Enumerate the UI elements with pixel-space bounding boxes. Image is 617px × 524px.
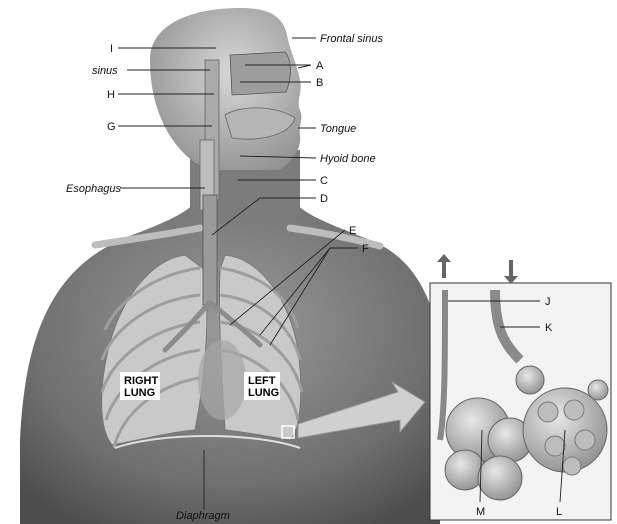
inset-bronchiole: [490, 289, 524, 364]
right-lung-label-box: [120, 372, 160, 400]
label-D: D: [320, 193, 328, 205]
label-G: G: [107, 121, 116, 133]
right-lung-label-line2: LUNG: [124, 387, 155, 399]
left-clavicle: [91, 224, 204, 249]
tongue-shape: [224, 107, 296, 140]
left-lung-label-line1: LEFT: [248, 375, 276, 387]
label-E: E: [349, 225, 356, 237]
label-K: K: [545, 322, 553, 334]
diaphragm-line: [114, 435, 301, 449]
right-clavicle: [286, 224, 384, 250]
magnify-source-box: [281, 425, 295, 439]
label-M: M: [476, 506, 485, 518]
heart-region: [198, 340, 246, 420]
label-sinus: sinus: [92, 65, 118, 77]
label-tongue: Tongue: [320, 123, 356, 135]
label-B: B: [316, 77, 323, 89]
label-A: A: [316, 60, 324, 72]
label-L: L: [556, 506, 562, 518]
up-arrow-icon: [437, 254, 451, 278]
right-lung-label-line1: RIGHT: [124, 375, 159, 387]
trachea: [202, 194, 218, 306]
label-esophagus: Esophagus: [66, 183, 122, 195]
label-F: F: [362, 243, 369, 255]
nasal-cavity: [229, 51, 291, 96]
label-C: C: [320, 175, 328, 187]
label-H: H: [107, 89, 115, 101]
label-hyoid-bone: Hyoid bone: [320, 153, 376, 165]
left-lung-label-box: [244, 372, 280, 400]
down-arrow-icon: [504, 260, 518, 284]
label-J: J: [545, 296, 551, 308]
leader-lines: [118, 37, 566, 510]
inset-vessel-blood: [437, 289, 448, 441]
bronchi: [162, 299, 263, 353]
alveoli-inset: [437, 254, 609, 501]
label-diaphragm: Diaphragm: [176, 510, 230, 522]
label-frontal-sinus: Frontal sinus: [320, 33, 383, 45]
left-lung-label-line2: LUNG: [248, 387, 279, 399]
label-I: I: [110, 43, 113, 55]
magnify-arrow: [297, 381, 426, 439]
